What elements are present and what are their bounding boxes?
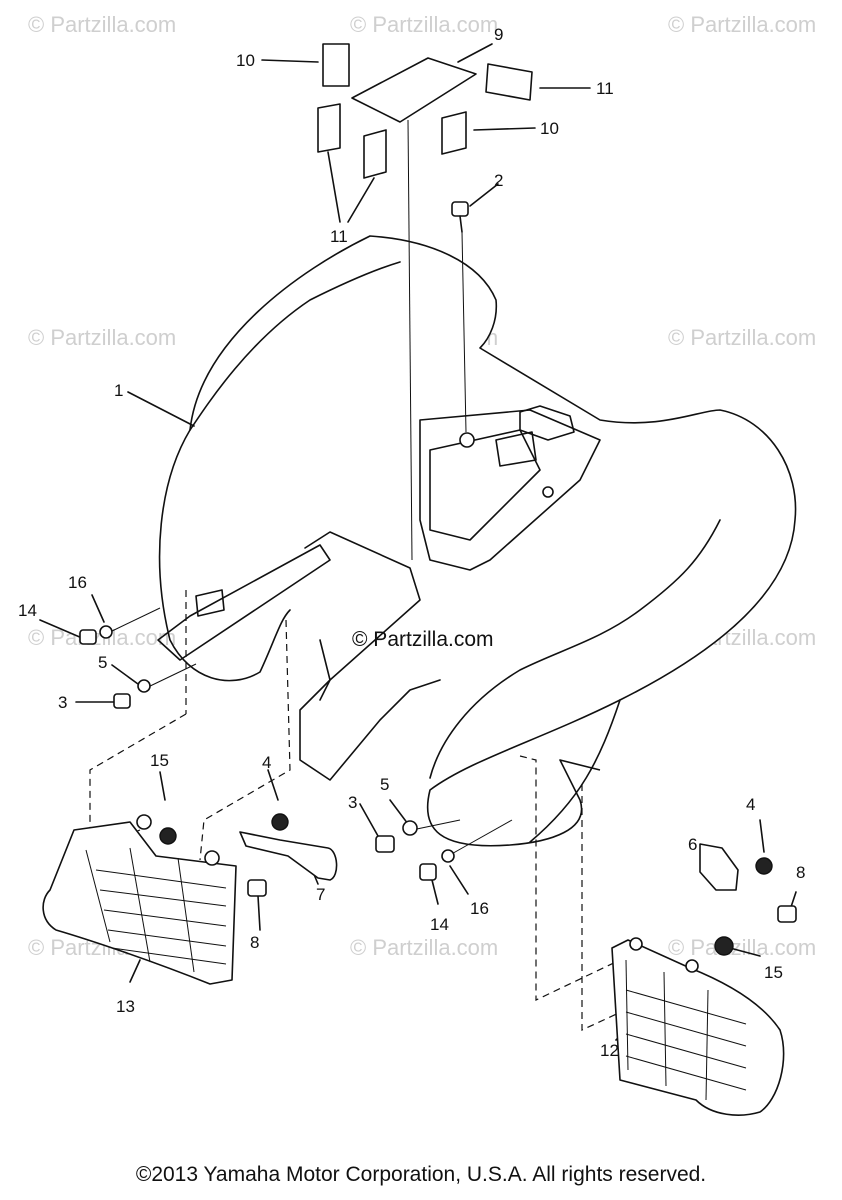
nut-4-right	[755, 857, 773, 875]
callout-2: 2	[494, 171, 503, 190]
decal-10-left	[322, 43, 350, 87]
bolt-3-left	[113, 693, 131, 709]
rear-fender	[157, 235, 797, 847]
watermark-text: © Partzilla.com	[668, 12, 816, 37]
bolt-8-left	[247, 879, 267, 897]
bolt-2	[451, 201, 469, 233]
decal-11-left-a	[317, 103, 341, 153]
nut-15-left	[159, 827, 177, 845]
callout-8: 8	[250, 933, 259, 952]
center-watermark: © Partzilla.com	[352, 628, 494, 651]
callout-13: 13	[116, 997, 135, 1016]
bracket-7	[239, 831, 338, 881]
pad-9	[351, 57, 477, 123]
callout-11: 11	[596, 79, 614, 98]
callout-10: 10	[236, 51, 255, 70]
callout-1: 1	[114, 381, 123, 400]
callout-3: 3	[348, 793, 357, 812]
bolt-8-right	[777, 905, 797, 923]
watermark-text: © Partzilla.com	[28, 12, 176, 37]
callout-4: 4	[262, 753, 271, 772]
nut-4-left	[271, 813, 289, 831]
callout-5: 5	[98, 653, 107, 672]
watermark-text: © Partzilla.com	[668, 325, 816, 350]
collar-16-right	[441, 849, 455, 863]
decal-11-left-b	[363, 129, 387, 179]
bolt-14-right	[419, 863, 437, 881]
callout-5: 5	[380, 775, 389, 794]
watermark-text: © Partzilla.com	[350, 935, 498, 960]
copyright-notice: ©2013 Yamaha Motor Corporation, U.S.A. A…	[135, 1163, 707, 1186]
callout-14: 14	[18, 601, 37, 620]
callout-7: 7	[316, 885, 325, 904]
bracket-6	[699, 843, 739, 891]
bolt-3-right	[375, 835, 395, 853]
callout-16: 16	[68, 573, 87, 592]
decal-10-right	[441, 111, 467, 155]
watermark-text: © Partzilla.com	[668, 935, 816, 960]
watermark-text: © Partzilla.com	[350, 12, 498, 37]
decal-11-right	[485, 63, 533, 101]
callout-10: 10	[540, 119, 559, 138]
callout-12: 12	[600, 1041, 619, 1060]
callout-3: 3	[58, 693, 67, 712]
callout-11: 11	[330, 227, 348, 246]
hardware	[79, 625, 797, 956]
nut-15-right	[714, 936, 734, 956]
callout-15: 15	[150, 751, 169, 770]
callout-16: 16	[470, 899, 489, 918]
watermark-text: © Partzilla.com	[28, 325, 176, 350]
callout-8: 8	[796, 863, 805, 882]
bolt-14-left	[79, 629, 97, 645]
callout-6: 6	[688, 835, 697, 854]
washer-5-right	[402, 820, 418, 836]
callout-9: 9	[494, 25, 503, 44]
mud-flap-13	[42, 814, 237, 985]
decal-set	[317, 43, 533, 179]
callouts: 10 9 11 10 11 2 1 16 14 5 3 15 4 3 5 7 8…	[18, 25, 805, 1060]
washer-5-left	[137, 679, 151, 693]
collar-16-left	[99, 625, 113, 639]
callout-15: 15	[764, 963, 783, 982]
callout-14: 14	[430, 915, 449, 934]
callout-4: 4	[746, 795, 755, 814]
mud-flap-12	[611, 937, 785, 1116]
